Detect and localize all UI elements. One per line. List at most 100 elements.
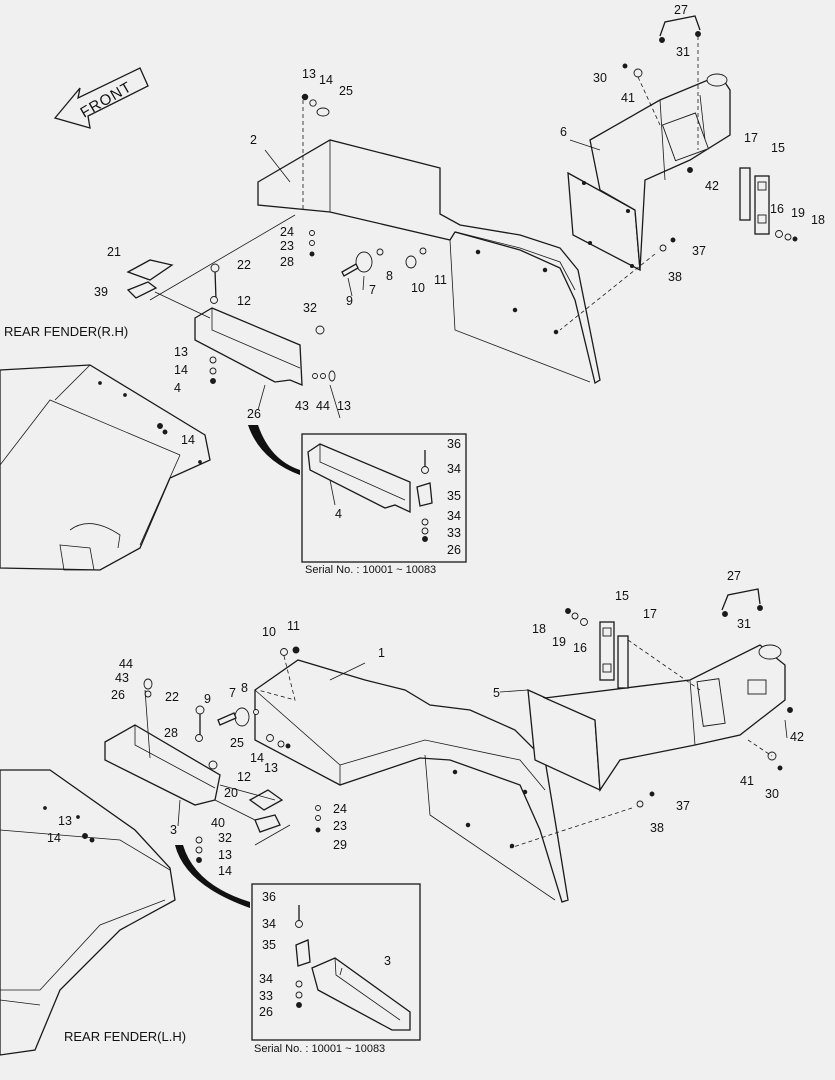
callout: 36: [447, 437, 461, 451]
callout: 18: [532, 622, 546, 636]
callout: 10: [411, 281, 425, 295]
leader-lines: [177, 139, 788, 976]
callout: 14: [181, 433, 195, 447]
callout: 38: [650, 821, 664, 835]
callout: 13: [337, 399, 351, 413]
callout: 24: [280, 225, 294, 239]
plates-15-17: [739, 167, 770, 235]
callout: 15: [771, 141, 785, 155]
front-arrow: FRONT: [53, 67, 149, 129]
serial-upper: Serial No. : 10001 ~ 10083: [305, 564, 436, 576]
callout: 32: [303, 301, 317, 315]
callout: 38: [668, 270, 682, 284]
callout: 19: [552, 635, 566, 649]
callouts-lower: 27 31 15 17 18 19 16 5 42 41 30 37 38 10…: [47, 569, 804, 878]
callout: 24: [333, 802, 347, 816]
callout: 14: [250, 751, 264, 765]
callouts-inset-lower: 36 34 35 3 34 33 26: [259, 890, 391, 1019]
callout: 7: [229, 686, 236, 700]
callout: 2: [250, 133, 257, 147]
callout: 11: [434, 273, 447, 287]
callout: 27: [727, 569, 741, 583]
callout: 43: [295, 399, 309, 413]
callout: 41: [621, 91, 635, 105]
bracket-6: [567, 73, 731, 272]
callout: 15: [615, 589, 629, 603]
callout: 4: [174, 381, 181, 395]
callout: 37: [676, 799, 690, 813]
callout: 17: [744, 131, 758, 145]
fender-lh-panel: [254, 659, 569, 903]
callout: 1: [378, 646, 385, 660]
callout: 14: [47, 831, 61, 845]
callout: 44: [316, 399, 330, 413]
callouts-inset-upper: 36 34 35 4 34 33 26: [335, 437, 461, 557]
callout: 17: [643, 607, 657, 621]
callout: 37: [692, 244, 706, 258]
callout: 12: [237, 294, 251, 308]
callout: 25: [230, 736, 244, 750]
callout: 6: [560, 125, 567, 139]
callout: 31: [737, 617, 751, 631]
callout: 4: [335, 507, 342, 521]
lower-handle-plates: [565, 588, 763, 691]
callout: 3: [170, 823, 177, 837]
callout: 36: [262, 890, 276, 904]
callout: 34: [262, 917, 276, 931]
callout: 32: [218, 831, 232, 845]
callout: 5: [493, 686, 500, 700]
callout: 3: [384, 954, 391, 968]
callout: 44: [119, 657, 133, 671]
callout: 27: [674, 3, 688, 17]
upper-hardware: [301, 63, 798, 335]
callout: 42: [705, 179, 719, 193]
hinge-and-bracket-upper: [126, 214, 336, 386]
bracket-5: [527, 644, 786, 792]
callout: 12: [237, 770, 251, 784]
callout: 14: [218, 864, 232, 878]
callout: 34: [259, 972, 273, 986]
callout: 16: [770, 202, 784, 216]
callout: 20: [224, 786, 238, 800]
callout: 23: [333, 819, 347, 833]
lower-hardware: [143, 646, 793, 863]
callout: 33: [259, 989, 273, 1003]
rear-fender-rh: [0, 364, 211, 571]
rear-fender-lh: [0, 769, 176, 1056]
callout: 8: [386, 269, 393, 283]
callout: 22: [237, 258, 251, 272]
callout: 13: [174, 345, 188, 359]
callout: 8: [241, 681, 248, 695]
callout: 14: [174, 363, 188, 377]
callout: 34: [447, 462, 461, 476]
callout: 29: [333, 838, 347, 852]
callout: 28: [280, 255, 294, 269]
callout: 13: [58, 814, 72, 828]
callout: 26: [259, 1005, 273, 1019]
rear-fender-lh-label: REAR FENDER(L.H): [64, 1029, 186, 1044]
callout: 30: [765, 787, 779, 801]
callout: 26: [447, 543, 461, 557]
callout: 19: [791, 206, 805, 220]
callout: 9: [346, 294, 353, 308]
handle-27: [659, 15, 701, 150]
callout: 39: [94, 285, 108, 299]
callout: 13: [302, 67, 316, 81]
callout: 23: [280, 239, 294, 253]
callout: 14: [319, 73, 333, 87]
callout: 9: [204, 692, 211, 706]
callout: 22: [165, 690, 179, 704]
callout: 30: [593, 71, 607, 85]
callout: 10: [262, 625, 276, 639]
callout: 13: [264, 761, 278, 775]
callout: 7: [369, 283, 376, 297]
rear-fender-rh-label: REAR FENDER(R.H): [4, 324, 128, 339]
callout: 21: [107, 245, 121, 259]
callout: 26: [111, 688, 125, 702]
callout: 31: [676, 45, 690, 59]
fender-rh-panel: [257, 139, 601, 385]
inset-lower: [175, 845, 421, 1041]
callout: 11: [287, 619, 300, 633]
callout: 40: [211, 816, 225, 830]
hinge-and-bracket-lower: [104, 689, 291, 846]
